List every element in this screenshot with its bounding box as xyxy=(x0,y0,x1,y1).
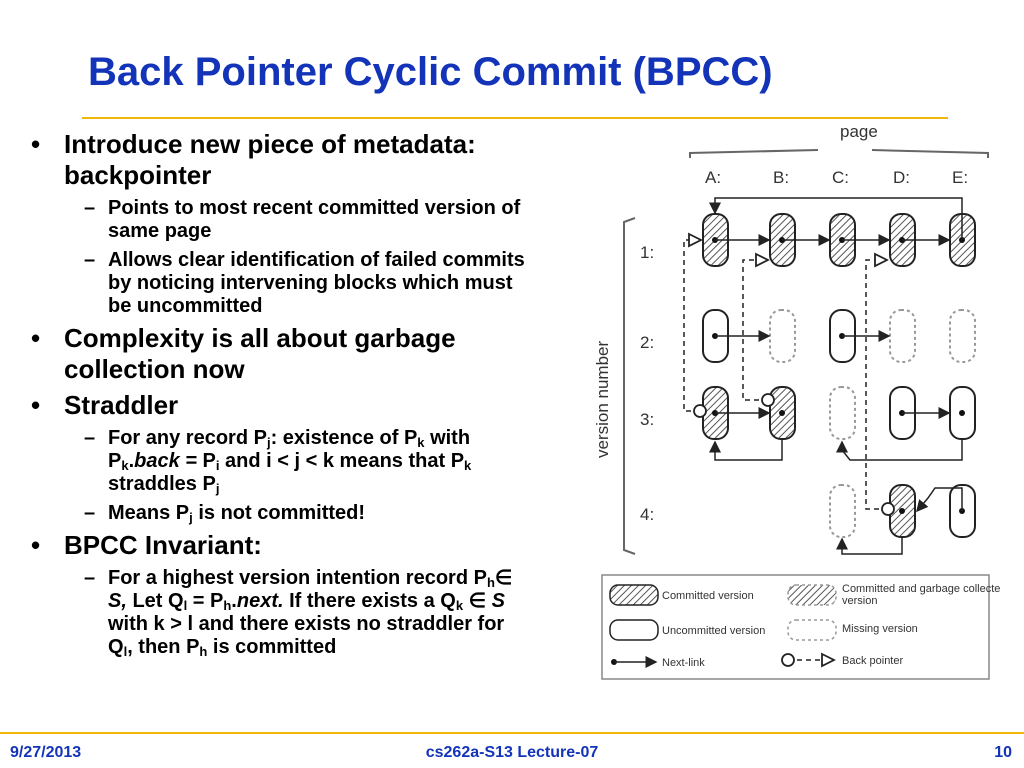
row-label-3: 3: xyxy=(640,410,654,429)
column-label-a: A: xyxy=(705,168,721,187)
column-label-b: B: xyxy=(773,168,789,187)
bullet-backpointer: •Introduce new piece of metadata: backpo… xyxy=(31,129,476,190)
version-brace xyxy=(623,217,636,555)
bullet-list: •Introduce new piece of metadata: backpo… xyxy=(28,124,528,659)
legend-next-link-swatch xyxy=(611,656,658,668)
bullet-complexity: •Complexity is all about garbage collect… xyxy=(31,323,456,384)
bullet-straddler: •Straddler xyxy=(31,390,179,420)
bullet-text: Straddler xyxy=(64,390,179,420)
missing-version-block xyxy=(889,309,916,363)
bullet-text: BPCC Invariant: xyxy=(64,530,262,560)
row-label-4: 4: xyxy=(640,505,654,524)
bullet-invariant: •BPCC Invariant: xyxy=(31,530,262,560)
row-label-2: 2: xyxy=(640,333,654,352)
missing-version-block xyxy=(769,309,796,363)
column-label-d: D: xyxy=(893,168,910,187)
bpcc-version-diagram: page A: B: C: D: E: version number 1: 2:… xyxy=(593,122,1000,680)
page-label: page xyxy=(840,122,878,141)
subbullet-text: Points to most recent committed version … xyxy=(108,197,521,242)
bullet-text: Introduce new piece of metadata: backpoi… xyxy=(64,129,476,190)
subbullet-text: Allows clear identification of failed co… xyxy=(108,249,525,317)
row-label-1: 1: xyxy=(640,243,654,262)
slide-number: 10 xyxy=(994,744,1012,761)
legend-committed-swatch xyxy=(609,584,659,606)
version-row-4 xyxy=(829,484,976,538)
version-number-label: version number xyxy=(593,340,612,458)
bullet-text: Complexity is all about garbage collecti… xyxy=(64,323,456,384)
page-brace xyxy=(689,149,989,158)
column-label-c: C: xyxy=(832,168,849,187)
subbullet-straddler-definition: –For any record Pj: existence of Pk with… xyxy=(84,427,472,496)
title-rule xyxy=(82,117,948,119)
legend-missing-swatch xyxy=(787,619,837,641)
missing-version-block xyxy=(949,309,976,363)
missing-version-block xyxy=(829,484,856,538)
legend-committed-gc-swatch xyxy=(787,584,837,606)
footer-date: 9/27/2013 xyxy=(10,744,82,761)
next-links-row-3 xyxy=(709,407,963,461)
legend-missing-label: Missing version xyxy=(842,623,918,635)
subbullet-points-to: –Points to most recent committed version… xyxy=(84,197,521,242)
subbullet-not-committed: –Means Pj is not committed! xyxy=(84,502,366,525)
legend-next-link-label: Next-link xyxy=(662,657,705,669)
column-label-e: E: xyxy=(952,168,968,187)
subbullet-invariant-definition: –For a highest version intention record … xyxy=(84,567,513,659)
next-links-row-4 xyxy=(836,487,963,555)
next-links-row-1 xyxy=(709,197,963,246)
diagram-legend: Committed version Committed and garbage … xyxy=(601,574,1000,680)
legend-committed-label: Committed version xyxy=(662,590,754,602)
legend-committed-gc-label: Committed and garbage collected version xyxy=(842,583,1000,607)
footer-rule xyxy=(0,732,1024,734)
footer-course: cs262a-S13 Lecture-07 xyxy=(425,744,599,761)
back-pointers xyxy=(683,240,888,509)
slide-title: Back Pointer Cyclic Commit (BPCC) xyxy=(88,50,773,94)
legend-uncommitted-label: Uncommitted version xyxy=(662,625,765,637)
missing-version-block xyxy=(829,386,856,440)
legend-uncommitted-swatch xyxy=(609,619,659,641)
legend-back-pointer-label: Back pointer xyxy=(842,655,903,667)
subbullet-allows: –Allows clear identification of failed c… xyxy=(84,249,525,317)
